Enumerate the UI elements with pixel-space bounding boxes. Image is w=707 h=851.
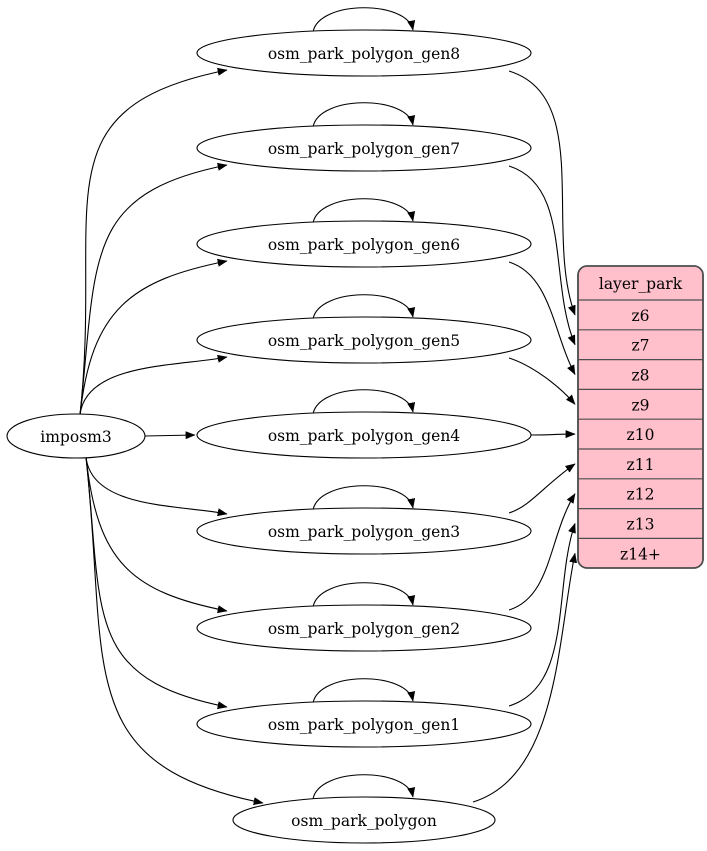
table-row-z12[interactable]: z12	[627, 486, 655, 504]
node-imposm3[interactable]	[6, 413, 146, 459]
node-label-gen4: osm_park_polygon_gen4	[268, 427, 460, 445]
edge-gen8-to-z6	[508, 70, 576, 316]
node-label-imposm3: imposm3	[40, 428, 111, 446]
self-loop-gen7	[312, 102, 416, 128]
self-loop-poly	[312, 774, 416, 800]
node-gen3[interactable]	[196, 507, 532, 555]
node-gen8[interactable]	[196, 29, 532, 77]
node-label-gen5: osm_park_polygon_gen5	[268, 332, 460, 350]
self-loop-gen4	[312, 389, 416, 415]
edge-imposm3-to-gen6	[79, 258, 228, 416]
self-loop-gen6	[312, 198, 416, 224]
self-loop-gen8	[312, 7, 416, 33]
edge-gen7-to-z7	[508, 165, 576, 346]
node-gen2[interactable]	[196, 604, 532, 652]
edges-from-imposm3	[79, 67, 264, 806]
node-label-gen1: osm_park_polygon_gen1	[268, 716, 460, 734]
edges-to-layer-park	[472, 70, 578, 803]
edge-gen1-to-z13	[508, 522, 576, 707]
edge-gen6-to-z8	[508, 261, 576, 376]
edge-imposm3-to-gen1	[85, 456, 228, 710]
table-row-z8[interactable]: z8	[631, 367, 649, 385]
table-row-z6[interactable]: z6	[631, 307, 649, 325]
edge-gen3-to-z11	[508, 463, 576, 514]
node-gen1[interactable]	[196, 700, 532, 748]
edge-imposm3-to-gen7	[79, 162, 228, 416]
node-label-gen7: osm_park_polygon_gen7	[268, 140, 460, 158]
node-label-poly: osm_park_polygon	[291, 812, 437, 830]
self-loop-gen5	[312, 294, 416, 320]
table-row-z10[interactable]: z10	[627, 426, 655, 444]
source-node-imposm3[interactable]: imposm3	[6, 413, 146, 459]
self-loop-gen3	[312, 485, 416, 511]
self-loop-gen2	[312, 582, 416, 608]
edge-gen5-to-z9	[508, 357, 576, 405]
node-poly[interactable]	[232, 796, 496, 844]
node-gen4[interactable]	[196, 411, 532, 459]
edge-poly-to-z14+	[472, 552, 578, 803]
edge-imposm3-to-gen8	[79, 67, 228, 416]
polygon-nodes: osm_park_polygon_gen8 osm_park_polygon_ge…	[196, 29, 532, 844]
edge-imposm3-to-gen5	[79, 354, 228, 416]
table-row-z14+[interactable]: z14+	[620, 545, 661, 563]
edge-imposm3-to-gen3	[85, 456, 228, 517]
edge-gen2-to-z12	[508, 493, 576, 611]
table-row-z11[interactable]: z11	[627, 456, 655, 474]
edge-gen4-to-z10	[530, 430, 576, 439]
edge-imposm3-to-gen2	[85, 456, 228, 614]
node-gen6[interactable]	[196, 220, 532, 268]
edge-imposm3-to-poly	[85, 456, 264, 806]
table-header-label: layer_park	[599, 275, 683, 293]
node-label-gen3: osm_park_polygon_gen3	[268, 523, 460, 541]
table-row-z13[interactable]: z13	[627, 516, 655, 534]
table-row-z7[interactable]: z7	[631, 337, 649, 355]
table-row-z9[interactable]: z9	[631, 396, 649, 414]
edge-imposm3-to-gen4	[144, 431, 196, 440]
node-label-gen6: osm_park_polygon_gen6	[268, 236, 460, 254]
self-loop-edges	[312, 7, 416, 800]
table-outline	[577, 265, 704, 569]
layer-park-table: layer_park z6 z7 z8 z9 z10 z11 z12 z13 z14+	[577, 265, 704, 569]
node-gen5[interactable]	[196, 316, 532, 364]
self-loop-gen1	[312, 678, 416, 704]
node-label-gen8: osm_park_polygon_gen8	[268, 45, 460, 63]
node-gen7[interactable]	[196, 124, 532, 172]
node-label-gen2: osm_park_polygon_gen2	[268, 620, 460, 638]
